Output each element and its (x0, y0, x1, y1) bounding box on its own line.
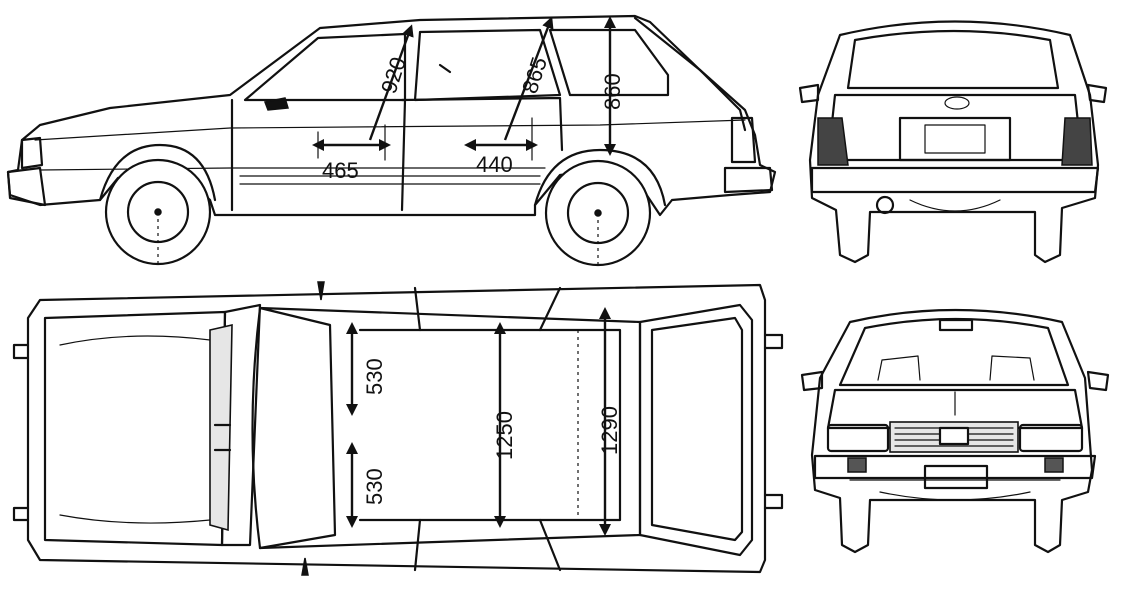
front-windshield (838, 317, 1070, 387)
rear-body-outline (808, 20, 1100, 264)
top-roof (251, 306, 642, 550)
front-left-mirror (800, 370, 824, 392)
side-rear-window (413, 28, 562, 102)
side-quarter-window (548, 28, 670, 97)
front-bumper (813, 454, 1097, 480)
rear-plate (898, 116, 1012, 162)
rear-left-mirror (798, 83, 820, 104)
top-body-outline (26, 283, 767, 574)
side-front-bumper (6, 166, 47, 207)
top-view: 530 530 1250 1290 (12, 281, 784, 576)
side-view: 920 865 860 465 440 (6, 14, 777, 268)
front-right-headlight (1018, 423, 1084, 453)
front-right-mirror (1086, 370, 1110, 392)
rear-view (798, 20, 1108, 264)
rear-tailgate (826, 93, 1084, 162)
dim-cargo-height: 860 (600, 73, 625, 110)
side-front-door (230, 98, 407, 212)
front-view (800, 308, 1110, 554)
dim-cargo-width: 1290 (597, 406, 622, 455)
side-mirror (263, 97, 289, 111)
dim-front-legroom: 465 (322, 158, 359, 183)
dim-front-seat-width: 530 (362, 358, 387, 395)
dim-rear-headroom: 865 (517, 54, 552, 97)
dim-interior-width: 1250 (492, 411, 517, 460)
side-headlight (20, 136, 44, 170)
rear-tow-hitch (875, 195, 895, 215)
rear-window (846, 29, 1060, 90)
side-belt-line (34, 119, 746, 141)
rear-badge (944, 96, 970, 110)
top-hood (43, 310, 227, 547)
rear-right-mirror (1086, 83, 1108, 104)
top-rear-hatch (638, 303, 754, 557)
rear-bumper (810, 166, 1100, 194)
top-left-nub (12, 343, 30, 360)
side-rub-strip (39, 167, 546, 185)
front-body-outline (810, 308, 1094, 554)
front-plate (923, 464, 989, 490)
rear-right-taillight (1061, 117, 1093, 166)
side-front-arch (98, 143, 217, 202)
dim-rear-legroom: 440 (476, 152, 513, 177)
front-rear-view-mirror (938, 318, 974, 332)
dim-rear-seat-width: 530 (362, 468, 387, 505)
side-rear-bumper (723, 166, 774, 194)
rear-left-taillight (817, 117, 849, 166)
side-rear-arch (533, 148, 667, 207)
side-tailgate-pillar (633, 16, 747, 132)
side-rear-door (400, 96, 564, 152)
side-taillight (730, 116, 757, 164)
front-left-headlight (826, 423, 890, 453)
